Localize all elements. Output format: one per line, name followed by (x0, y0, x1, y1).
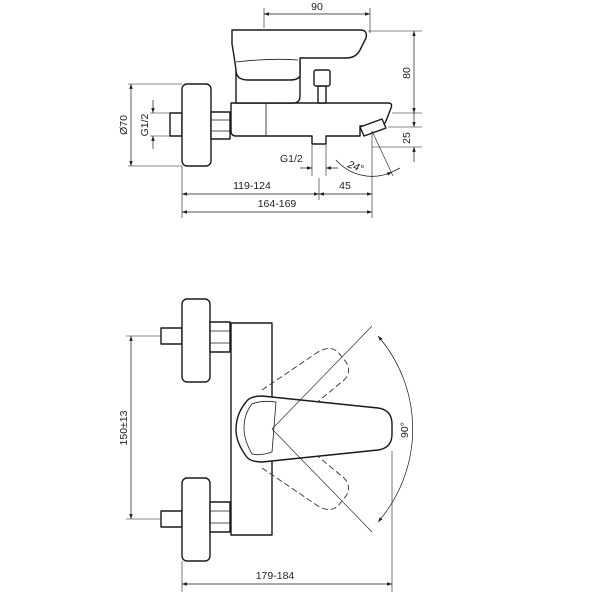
front-upper-hex-nut (209, 321, 231, 353)
side-view: 90 80 25 Ø70 G1/2 G1/2 24° (118, 1, 422, 218)
side-rosette (181, 83, 212, 167)
dim-119-124-label: 119-124 (233, 180, 271, 192)
dim-thread-left-label: G1/2 (139, 113, 151, 136)
side-mixer-body (230, 102, 393, 145)
front-upper-rosette (181, 298, 211, 383)
front-view: 90° 150±13 179-184 (118, 298, 413, 592)
dim-90-label: 90 (311, 1, 323, 13)
dim-spacing-label: 150±13 (118, 410, 130, 445)
side-lever-top (231, 29, 368, 81)
side-aerator (359, 118, 387, 137)
front-lower-nipple (160, 510, 183, 528)
dim-45-label: 45 (339, 180, 351, 192)
dim-depth-label: 179-184 (256, 570, 295, 582)
dim-diameter-label: Ø70 (118, 115, 130, 135)
dim-80-label: 80 (401, 67, 413, 79)
front-lower-hex-nut (209, 501, 231, 533)
front-upper-nipple (160, 327, 183, 345)
dim-164-169-label: 164-169 (258, 198, 297, 210)
side-inlet-nipple (169, 112, 183, 137)
front-lower-rosette (181, 477, 211, 562)
side-hex-nut (210, 111, 231, 140)
dim-25-label: 25 (401, 132, 413, 144)
dim-rotation-label: 90° (399, 422, 411, 438)
dim-thread-bottom-label: G1/2 (280, 153, 303, 165)
dim-angle-label: 24° (345, 158, 365, 175)
front-lever-handle (235, 395, 393, 463)
side-diverter-knob (313, 69, 331, 87)
side-diverter-stem (317, 85, 327, 104)
